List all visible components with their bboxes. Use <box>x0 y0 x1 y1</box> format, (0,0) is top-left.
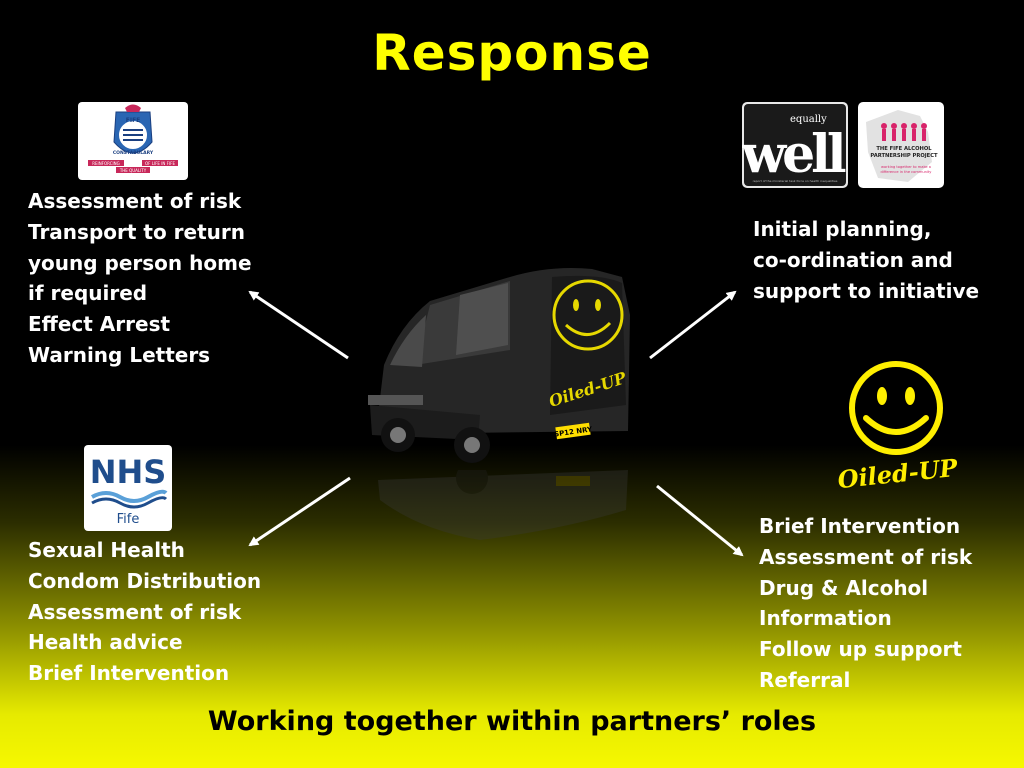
svg-text:difference in the community: difference in the community <box>881 170 933 174</box>
svg-text:working together to make a: working together to make a <box>881 165 931 169</box>
arrow-upper-left-icon <box>248 290 349 360</box>
list-item: if required <box>28 281 148 306</box>
svg-text:THE QUALITY: THE QUALITY <box>119 168 147 173</box>
arrow-lower-left-icon <box>248 476 351 547</box>
list-item: Warning Letters <box>28 342 211 367</box>
list-item: Initial planning, <box>753 217 932 241</box>
nhs-response-list: Sexual Health Condom Distribution Assess… <box>28 535 261 689</box>
equally-well-logo: equally well report of the ministerial t… <box>740 102 850 193</box>
svg-text:equally: equally <box>790 114 827 125</box>
list-item: Condom Distribution <box>28 568 262 593</box>
list-item: Drug & Alcohol <box>759 575 929 600</box>
police-response-list: Assessment of risk Transport to return y… <box>28 186 252 371</box>
list-item: Assessment of risk <box>28 599 242 624</box>
footer-tagline: Working together within partners’ roles <box>207 706 817 737</box>
nhs-fife-logo: NHS Fife <box>84 445 172 536</box>
fife-constabulary-logo: FIFE CONSTABULARY REINFORCING OF LIFE IN… <box>78 102 188 185</box>
list-item: Brief Intervention <box>759 514 961 538</box>
list-item: Referral <box>759 667 851 692</box>
list-item: Brief Intervention <box>28 661 230 686</box>
svg-text:CONSTABULARY: CONSTABULARY <box>113 150 154 156</box>
list-item: Assessment of risk <box>759 544 973 569</box>
svg-text:FIFE: FIFE <box>126 117 141 124</box>
alcohol-partnership-logo: THE FIFE ALCOHOL PARTNERSHIP PROJECT wor… <box>858 102 944 193</box>
list-item: co-ordination and <box>753 247 953 272</box>
slide-title: Response <box>372 24 652 82</box>
svg-text:well: well <box>742 124 846 185</box>
list-item: Assessment of risk <box>28 189 242 213</box>
smiley-face-icon: Oiled-UP <box>836 360 960 500</box>
svg-text:REINFORCING: REINFORCING <box>92 161 120 166</box>
svg-text:NHS: NHS <box>90 453 167 491</box>
list-item: Effect Arrest <box>28 312 171 337</box>
van-reflection <box>360 462 660 565</box>
oiled-up-van-image: Oiled-UP SP12 NRY <box>360 255 660 485</box>
list-item: Transport to return <box>28 219 245 244</box>
list-item: Information <box>759 606 892 631</box>
list-item: Follow up support <box>759 637 962 662</box>
svg-text:OF LIFE IN FIFE: OF LIFE IN FIFE <box>145 161 175 166</box>
planning-response-list: Initial planning, co-ordination and supp… <box>753 214 979 306</box>
list-item: Health advice <box>28 630 183 655</box>
arrow-lower-right-icon <box>656 484 744 557</box>
arrow-upper-right-icon <box>649 290 737 360</box>
svg-text:Fife: Fife <box>117 512 140 527</box>
svg-text:PARTNERSHIP PROJECT: PARTNERSHIP PROJECT <box>870 153 938 159</box>
oiled-up-response-list: Brief Intervention Assessment of risk Dr… <box>759 511 972 696</box>
list-item: young person home <box>28 250 252 275</box>
list-item: support to initiative <box>753 278 980 303</box>
svg-text:report of the ministerial task: report of the ministerial task force on … <box>753 179 838 183</box>
svg-text:THE FIFE ALCOHOL: THE FIFE ALCOHOL <box>876 146 932 152</box>
list-item: Sexual Health <box>28 538 185 562</box>
